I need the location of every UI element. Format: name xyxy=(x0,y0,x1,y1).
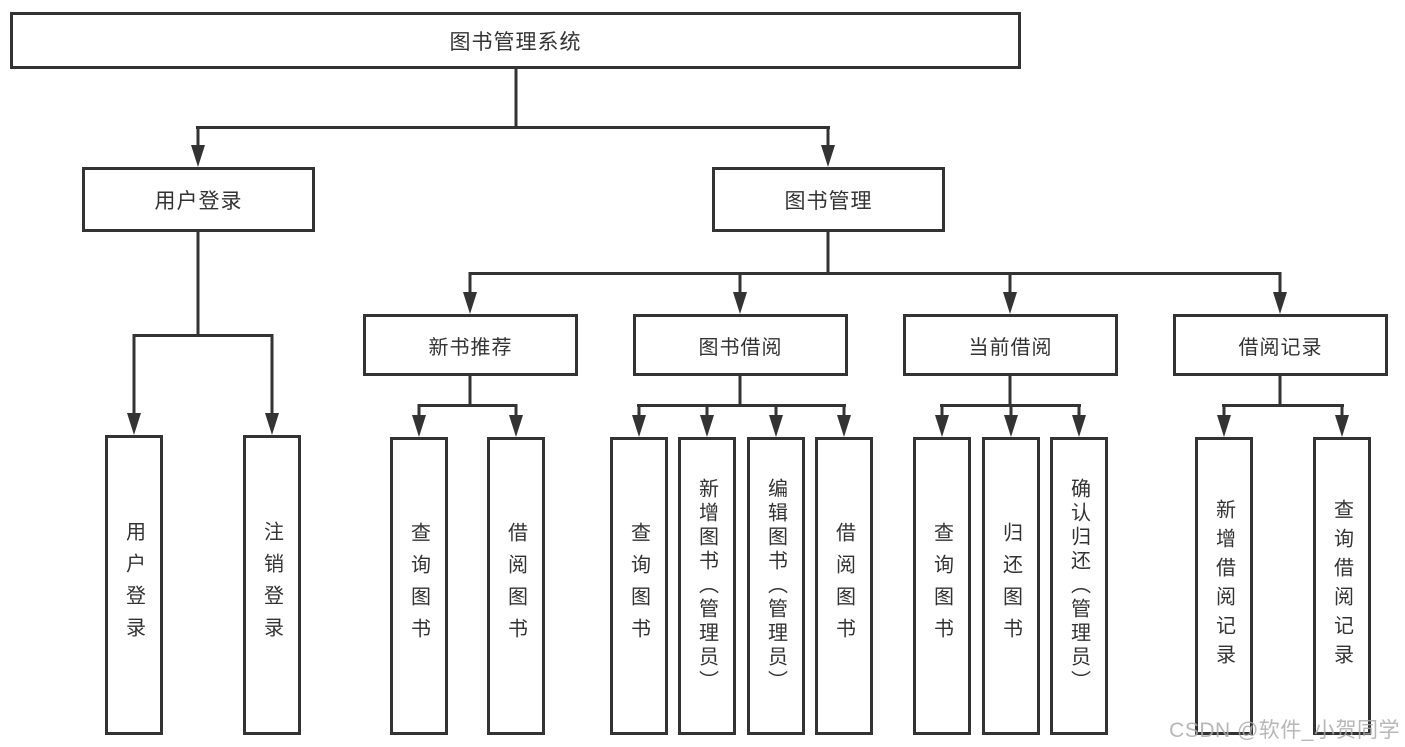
leaf-query-books-current-label: 查询图书 xyxy=(930,522,953,650)
leaf-confirm-return-admin: 确认归还（管理员） xyxy=(1050,437,1108,735)
leaf-query-books-recommend-label: 查询图书 xyxy=(407,522,430,650)
node-book-borrowing: 图书借阅 xyxy=(633,314,848,376)
node-current-borrowing-label: 当前借阅 xyxy=(968,336,1053,359)
node-current-borrowing: 当前借阅 xyxy=(903,314,1118,376)
leaf-edit-books-admin-label: 编辑图书（管理员） xyxy=(764,478,787,694)
node-borrowing-records-label: 借阅记录 xyxy=(1238,336,1323,359)
leaf-borrow-books-recommend: 借阅图书 xyxy=(487,437,545,735)
leaf-add-borrow-record: 新增借阅记录 xyxy=(1195,437,1253,735)
leaf-borrow-books-label: 借阅图书 xyxy=(832,522,855,650)
leaf-add-books-admin-label: 新增图书（管理员） xyxy=(695,478,718,694)
node-book-management: 图书管理 xyxy=(712,167,945,232)
node-book-borrowing-label: 图书借阅 xyxy=(698,336,783,359)
leaf-query-books-borrow: 查询图书 xyxy=(610,437,668,735)
leaf-borrow-books: 借阅图书 xyxy=(815,437,873,735)
node-user-login-label: 用户登录 xyxy=(154,189,243,213)
leaf-query-borrow-record-label: 查询借阅记录 xyxy=(1330,499,1353,673)
node-new-book-recommend: 新书推荐 xyxy=(363,314,578,376)
leaf-query-books-current: 查询图书 xyxy=(913,437,971,735)
node-new-book-recommend-label: 新书推荐 xyxy=(428,336,513,359)
leaf-edit-books-admin: 编辑图书（管理员） xyxy=(747,437,805,735)
leaf-return-books: 归还图书 xyxy=(982,437,1040,735)
node-book-management-label: 图书管理 xyxy=(784,189,873,213)
node-user-login: 用户登录 xyxy=(82,167,315,232)
leaf-logout-label: 注销登录 xyxy=(260,521,283,649)
leaf-query-books-recommend: 查询图书 xyxy=(390,437,448,735)
csdn-watermark: CSDN @软件_小贺同学 xyxy=(1169,719,1400,742)
leaf-query-borrow-record: 查询借阅记录 xyxy=(1313,437,1371,735)
leaf-return-books-label: 归还图书 xyxy=(999,522,1022,650)
node-library-system: 图书管理系统 xyxy=(10,12,1021,69)
leaf-query-books-borrow-label: 查询图书 xyxy=(627,522,650,650)
leaf-logout: 注销登录 xyxy=(243,435,301,735)
node-borrowing-records: 借阅记录 xyxy=(1173,314,1388,376)
leaf-add-borrow-record-label: 新增借阅记录 xyxy=(1212,499,1235,673)
node-library-system-label: 图书管理系统 xyxy=(449,30,582,54)
leaf-add-books-admin: 新增图书（管理员） xyxy=(678,437,736,735)
leaf-confirm-return-admin-label: 确认归还（管理员） xyxy=(1067,478,1090,694)
leaf-user-login: 用户登录 xyxy=(105,435,163,735)
leaf-borrow-books-recommend-label: 借阅图书 xyxy=(504,522,527,650)
leaf-user-login-label: 用户登录 xyxy=(122,521,145,649)
